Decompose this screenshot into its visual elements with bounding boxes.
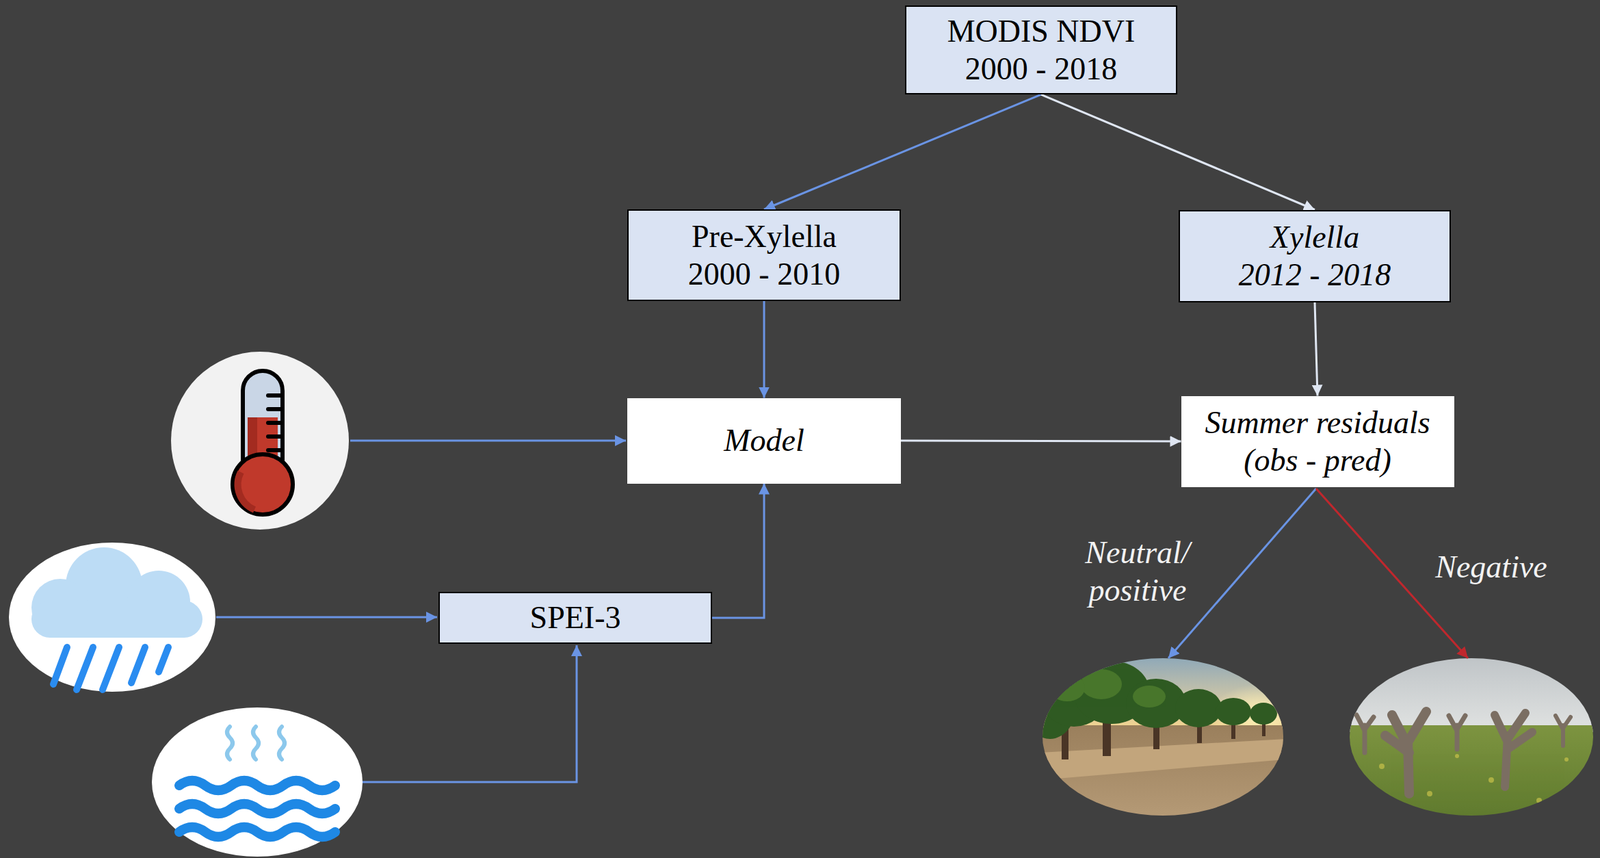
connector-arrow	[1041, 94, 1315, 210]
connector-arrow	[1314, 302, 1318, 397]
icon-ground	[171, 351, 349, 530]
rain-icon	[8, 542, 216, 692]
process-box: Pre-Xylella 2000 - 2010	[627, 209, 901, 301]
connector-arrow	[763, 300, 766, 399]
evaporation-icon	[151, 707, 363, 857]
healthy-olive-grove	[1022, 656, 1307, 818]
node-label: Model	[723, 421, 805, 459]
node-label: MODIS NDVI 2000 - 2018	[946, 12, 1137, 88]
node-label: SPEI-3	[530, 598, 622, 637]
diseased-olive-grove	[1347, 656, 1596, 818]
process-box: Xylella 2012 - 2018	[1178, 210, 1451, 303]
process-box: Summer residuals (obs - pred)	[1181, 396, 1455, 488]
connector-arrow	[764, 94, 1042, 210]
node-label: Summer residuals (obs - pred)	[1203, 403, 1432, 479]
thermometer-icon	[171, 351, 349, 530]
node-label: Xylella 2012 - 2018	[1238, 218, 1393, 294]
process-box: MODIS NDVI 2000 - 2018	[905, 5, 1178, 95]
branch-label: Neutral/ positive	[1084, 533, 1191, 609]
node-label: Pre-Xylella 2000 - 2010	[687, 217, 842, 293]
icon-ground	[8, 542, 216, 692]
connector-arrow	[900, 440, 1182, 442]
branch-label: Negative	[1434, 547, 1549, 586]
icon-ground	[151, 707, 363, 857]
process-box: Model	[627, 398, 901, 484]
process-box: SPEI-3	[438, 591, 713, 644]
icon-arrows	[216, 440, 1468, 782]
connector-arrow	[712, 483, 765, 619]
